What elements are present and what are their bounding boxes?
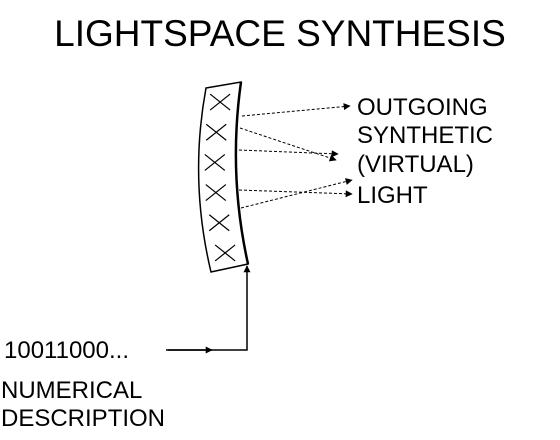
emitter-cell-x-mark xyxy=(208,214,230,232)
ray-third-to-synthetic xyxy=(238,149,339,158)
input-label: NUMERICAL DESCRIPTION xyxy=(1,377,165,432)
input-label-line-2: DESCRIPTION xyxy=(1,405,165,432)
input-arrow xyxy=(166,265,251,351)
emitter-cell-x-mark xyxy=(214,244,236,262)
outgoing-rays xyxy=(238,103,353,209)
emitter-panel-front-edge xyxy=(234,81,250,265)
ray-second-to-virtual xyxy=(239,127,337,162)
emitter-cell-x-mark xyxy=(205,184,227,202)
emitter-cells xyxy=(204,93,236,262)
diagram-title: LIGHTSPACE SYNTHESIS xyxy=(54,13,506,54)
input-label-line-1: NUMERICAL xyxy=(1,377,142,404)
emitter-cell-x-mark xyxy=(204,153,226,171)
emitter-cell-x-mark xyxy=(209,93,231,111)
output-label-line-4: LIGHT xyxy=(357,182,428,209)
output-label-line-2: SYNTHETIC xyxy=(357,122,493,149)
ray-top-to-outgoing xyxy=(241,103,351,117)
output-label-line-3: (VIRTUAL) xyxy=(357,151,474,178)
output-label-line-1: OUTGOING xyxy=(357,94,488,121)
ray-fourth-to-light xyxy=(238,189,353,198)
emitter-panel-outline xyxy=(197,81,249,273)
ray-fifth-to-virtual xyxy=(240,178,353,209)
emitter-panel xyxy=(197,81,250,273)
input-binary-value: 10011000... xyxy=(4,337,129,364)
output-label: OUTGOING SYNTHETIC (VIRTUAL) LIGHT xyxy=(357,94,493,209)
emitter-cell-x-mark xyxy=(205,123,227,141)
